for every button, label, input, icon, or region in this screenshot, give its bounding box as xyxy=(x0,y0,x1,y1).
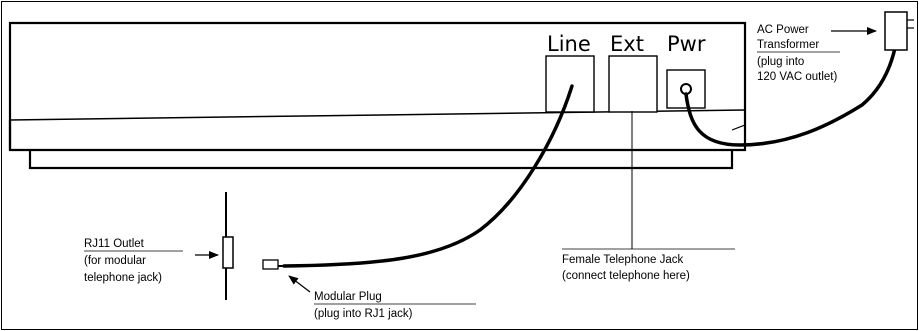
modular-plug-label-line2: (plug into RJ1 jack) xyxy=(314,308,413,320)
female-jack-label-line1: Female Telephone Jack xyxy=(562,254,683,266)
rj11-label-line2: (for modular xyxy=(84,255,146,267)
device-base xyxy=(28,150,734,170)
phone-cable xyxy=(282,84,574,268)
port-label-ext: Ext xyxy=(610,32,644,56)
ac-power-label-line4: 120 VAC outlet) xyxy=(757,71,838,83)
modular-plug-arrow xyxy=(288,275,311,293)
rj11-label-line1: RJ11 Outlet xyxy=(84,238,145,250)
line-jack xyxy=(545,55,595,113)
ac-power-label-line3: (plug into xyxy=(757,56,804,68)
port-label-line: Line xyxy=(547,32,591,56)
rj11-outlet xyxy=(222,236,234,269)
ac-power-label-line1: AC Power xyxy=(757,24,809,36)
ext-jack xyxy=(608,55,658,113)
ac-transformer xyxy=(884,11,908,51)
modular-plug xyxy=(262,259,279,270)
port-label-pwr: Pwr xyxy=(667,32,706,56)
ac-power-label-line2: Transformer xyxy=(757,39,819,51)
female-jack-label-line2: (connect telephone here) xyxy=(562,270,690,282)
power-cable xyxy=(684,46,897,147)
device-top-body xyxy=(8,21,747,152)
rj11-label-line3: telephone jack) xyxy=(84,272,162,284)
modular-plug-label-line1: Modular Plug xyxy=(314,291,382,303)
